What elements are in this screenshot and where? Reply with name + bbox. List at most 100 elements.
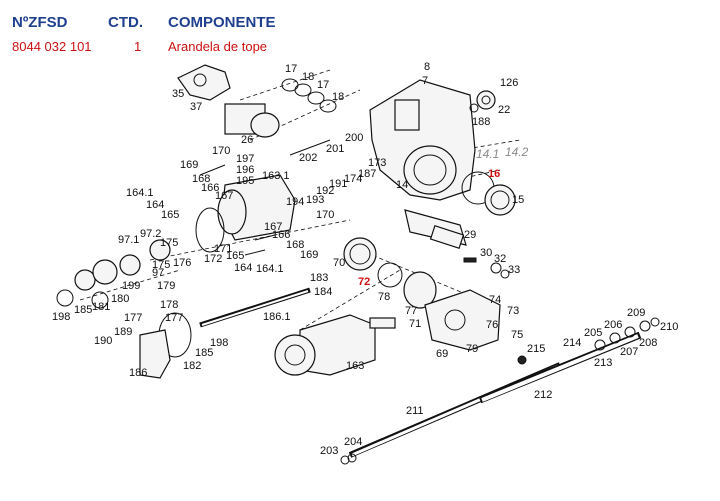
callout-210[interactable]: 210 [660,321,678,333]
callout-37[interactable]: 37 [190,101,202,113]
callout-165-a[interactable]: 165 [161,209,179,221]
callout-205[interactable]: 205 [584,327,602,339]
callout-194[interactable]: 194 [286,196,304,208]
callout-14-2[interactable]: 14.2 [505,145,529,159]
callout-126[interactable]: 126 [500,77,518,89]
callout-193[interactable]: 193 [306,194,324,206]
callout-15[interactable]: 15 [512,194,524,206]
callout-204[interactable]: 204 [344,436,362,448]
callout-16[interactable]: 16 [488,168,500,180]
callout-192[interactable]: 192 [316,185,334,197]
callout-167-a[interactable]: 167 [215,190,233,202]
callout-163[interactable]: 163 [346,360,364,372]
callout-170-b[interactable]: 170 [316,209,334,221]
callout-215[interactable]: 215 [527,343,545,355]
callout-200[interactable]: 200 [345,132,363,144]
callout-17-b[interactable]: 17 [317,79,329,91]
callout-18-b[interactable]: 18 [332,91,344,103]
callout-18-a[interactable]: 18 [302,71,314,83]
callout-197[interactable]: 197 [236,153,254,165]
callout-175-b[interactable]: 175 [152,259,170,271]
callout-196[interactable]: 196 [236,164,254,176]
callout-167-b[interactable]: 167 [264,221,282,233]
callout-191[interactable]: 191 [329,178,347,190]
selected-part-ref[interactable]: 8044 032 101 [12,39,92,54]
callout-72[interactable]: 72 [358,276,370,288]
callout-178[interactable]: 178 [160,299,178,311]
callout-14-1[interactable]: 14.1 [476,147,499,161]
callout-209[interactable]: 209 [627,307,645,319]
callout-170-a[interactable]: 170 [212,145,230,157]
callout-71[interactable]: 71 [409,318,421,330]
selected-part-name[interactable]: Arandela de tope [168,39,268,54]
callout-177-b[interactable]: 177 [165,312,183,324]
callout-75[interactable]: 75 [511,329,523,341]
callout-202[interactable]: 202 [299,152,317,164]
callout-184[interactable]: 184 [314,286,332,298]
callout-187[interactable]: 187 [358,168,376,180]
callout-185-b[interactable]: 185 [195,347,213,359]
callout-26[interactable]: 26 [241,134,253,146]
callout-165-b[interactable]: 165 [226,250,244,262]
callout-69[interactable]: 69 [436,348,448,360]
callout-203[interactable]: 203 [320,445,338,457]
callout-171[interactable]: 171 [214,243,232,255]
callout-172[interactable]: 172 [204,253,222,265]
callout-164-b[interactable]: 164 [234,262,252,274]
callout-97-1[interactable]: 97.1 [118,234,139,246]
callout-213[interactable]: 213 [594,357,612,369]
callout-201[interactable]: 201 [326,143,344,155]
callout-164-1-b[interactable]: 164.1 [256,263,284,275]
callout-70[interactable]: 70 [333,257,345,269]
callout-166-a[interactable]: 166 [201,182,219,194]
callout-212[interactable]: 212 [534,389,552,401]
callout-185-a[interactable]: 185 [74,304,92,316]
callout-183[interactable]: 183 [310,272,328,284]
callout-189[interactable]: 189 [114,326,132,338]
callout-30[interactable]: 30 [480,247,492,259]
callout-22[interactable]: 22 [498,104,510,116]
callout-177-a[interactable]: 177 [124,312,142,324]
callout-206[interactable]: 206 [604,319,622,331]
callout-73[interactable]: 73 [507,305,519,317]
callout-17-a[interactable]: 17 [285,63,297,75]
callout-182[interactable]: 182 [183,360,201,372]
callout-76[interactable]: 76 [486,319,498,331]
callout-97[interactable]: 97 [152,267,164,279]
callout-164-1-a[interactable]: 164.1 [126,187,154,199]
callout-164-a[interactable]: 164 [146,199,164,211]
callout-180[interactable]: 180 [111,293,129,305]
callout-166-b[interactable]: 166 [272,229,290,241]
callout-198-a[interactable]: 198 [52,311,70,323]
callout-97-2[interactable]: 97.2 [140,228,161,240]
callout-181[interactable]: 181 [92,301,110,313]
callout-163-1[interactable]: 163.1 [262,170,290,182]
callout-32[interactable]: 32 [494,253,506,265]
callout-214[interactable]: 214 [563,337,581,349]
callout-175-a[interactable]: 175 [160,237,178,249]
callout-188[interactable]: 188 [472,116,490,128]
callout-74[interactable]: 74 [489,294,501,306]
callout-168-a[interactable]: 168 [192,173,210,185]
callout-173[interactable]: 173 [368,157,386,169]
callout-207[interactable]: 207 [620,346,638,358]
callout-195[interactable]: 195 [236,175,254,187]
callout-33[interactable]: 33 [508,264,520,276]
callout-14[interactable]: 14 [396,179,408,191]
callout-8[interactable]: 8 [424,61,430,73]
callout-199[interactable]: 199 [122,280,140,292]
callout-190[interactable]: 190 [94,335,112,347]
callout-174[interactable]: 174 [344,173,362,185]
callout-168-b[interactable]: 168 [286,239,304,251]
callout-176[interactable]: 176 [173,257,191,269]
callout-208[interactable]: 208 [639,337,657,349]
callout-211[interactable]: 211 [406,405,424,417]
callout-29[interactable]: 29 [464,229,476,241]
callout-35[interactable]: 35 [172,88,184,100]
callout-79[interactable]: 79 [466,343,478,355]
callout-78[interactable]: 78 [378,291,390,303]
callout-198-b[interactable]: 198 [210,337,228,349]
callout-7[interactable]: 7 [422,75,428,87]
callout-169-a[interactable]: 169 [180,159,198,171]
callout-77[interactable]: 77 [405,305,417,317]
